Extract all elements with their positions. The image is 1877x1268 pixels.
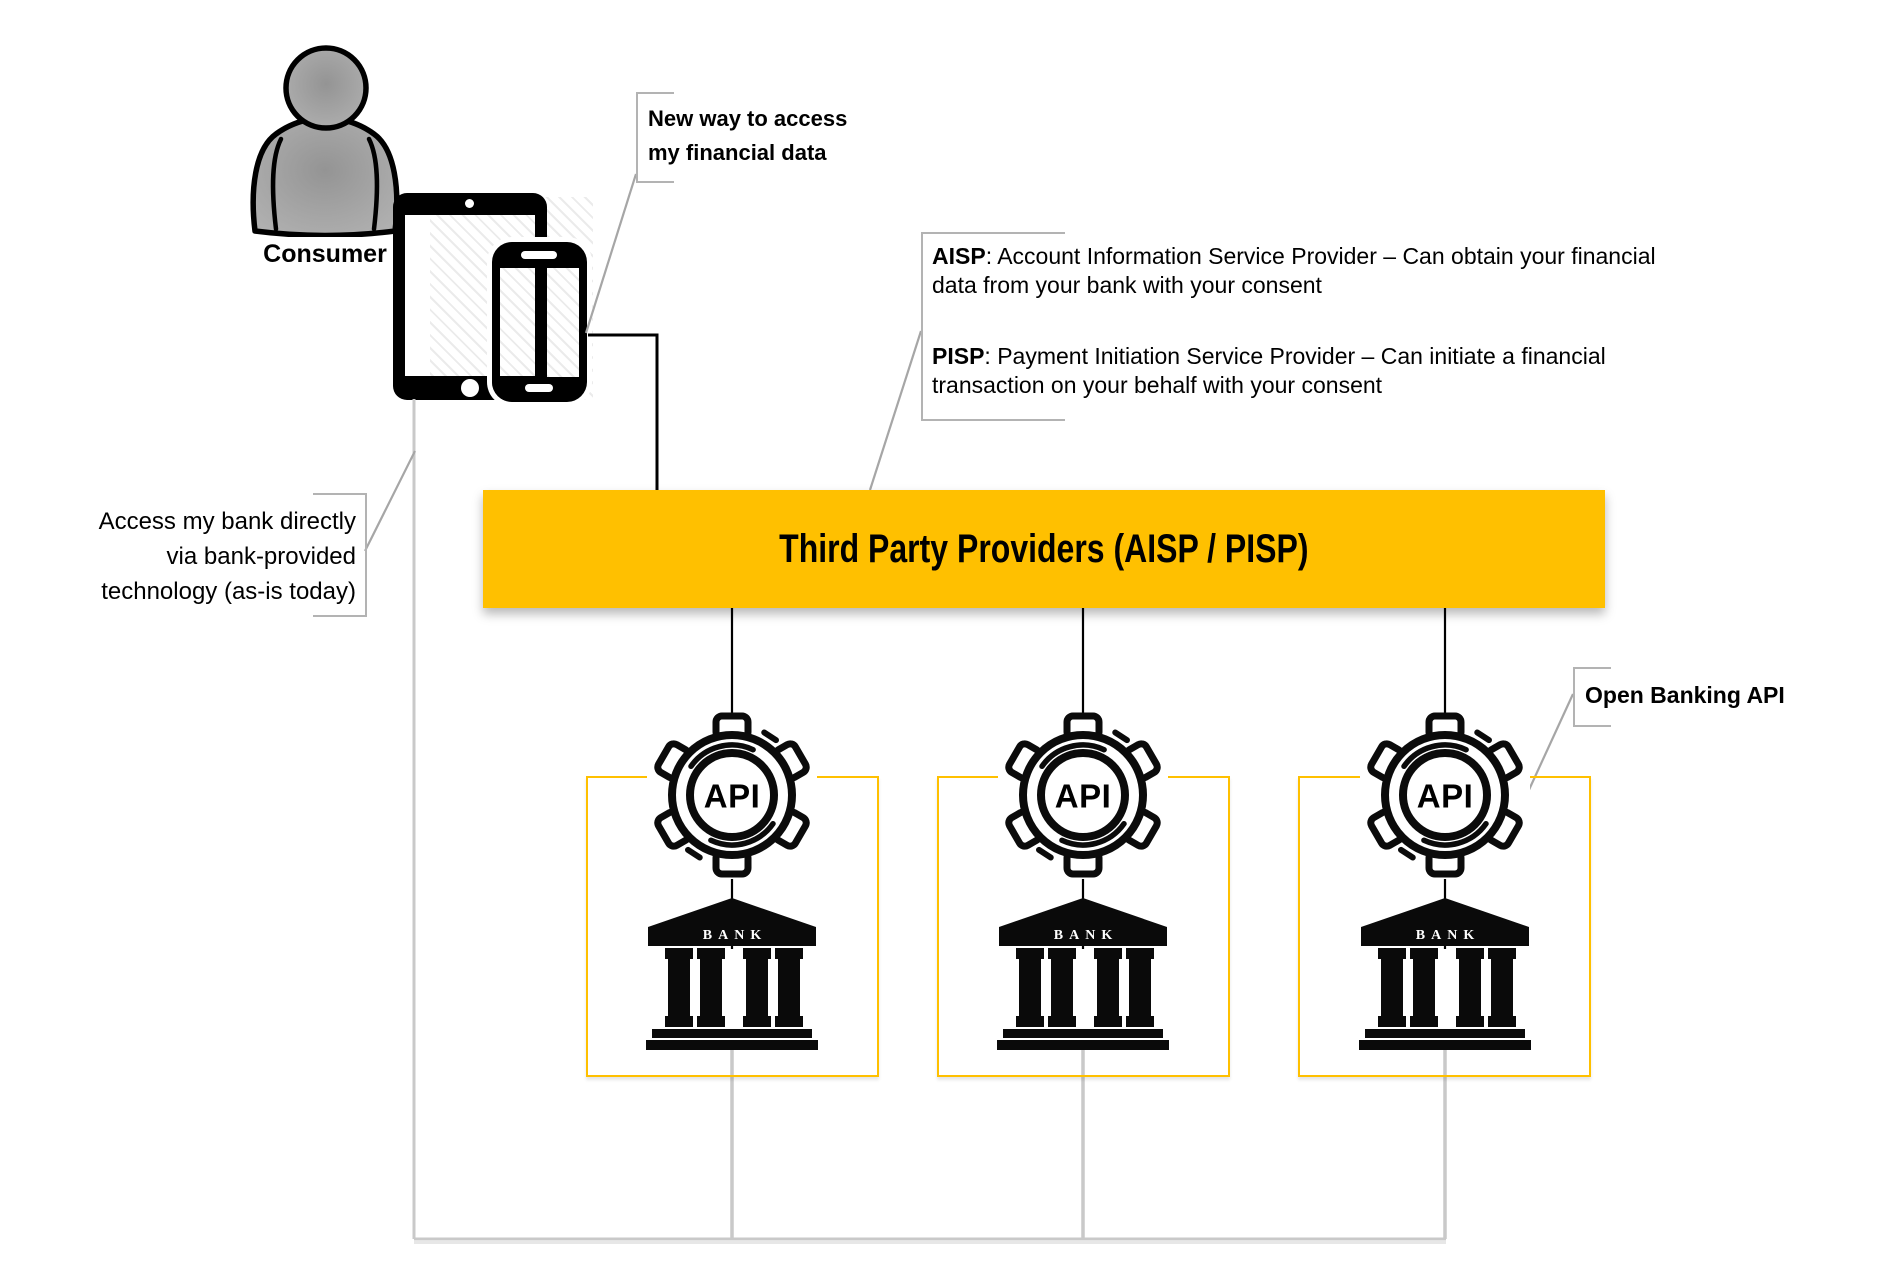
tablet-icon: [393, 193, 547, 400]
callout-open-banking: Open Banking API: [1585, 682, 1785, 708]
callout-access-direct-bracket: [313, 493, 367, 617]
callout-access-line1: Access my bank directly: [98, 508, 356, 535]
tpp-banner-title: Third Party Providers (AISP / PISP): [779, 526, 1309, 571]
leader-open-banking: [1527, 693, 1574, 793]
aisp-definition: AISP: Account Information Service Provid…: [932, 243, 1656, 298]
phone-speaker-icon: [521, 251, 557, 259]
consumer-body: [250, 114, 400, 237]
callout-open-banking-bracket: [1573, 667, 1611, 727]
pisp-term: PISP: [932, 343, 985, 369]
phone-home-button-icon: [525, 384, 553, 392]
leader-aisp-pisp: [868, 330, 923, 491]
api-label-2: API: [1055, 778, 1112, 815]
api-gear-icon-1: API: [647, 712, 817, 879]
leader-new-way: [584, 173, 638, 334]
bank-icon-3: BANK: [1359, 898, 1531, 1050]
consumer-icon: [250, 45, 400, 237]
callout-access-line2: via bank-provided: [166, 543, 356, 570]
bank-icon-2: BANK: [997, 898, 1169, 1050]
bank-label-3: BANK: [1416, 928, 1480, 943]
callout-access-line3: technology (as-is today): [101, 578, 356, 605]
tpp-banner: Third Party Providers (AISP / PISP): [483, 490, 1605, 608]
callout-new-way: New way to access my financial data: [648, 102, 847, 170]
api-gear-icon-2: API: [998, 712, 1168, 879]
tablet-camera-icon: [465, 199, 474, 208]
tablet-home-button-icon: [461, 379, 479, 397]
aisp-term: AISP: [932, 243, 986, 269]
callout-access-direct: Access my bank directly via bank-provide…: [56, 504, 356, 609]
callout-aisp-pisp-bracket: [921, 232, 1065, 421]
callout-new-way-line2: my financial data: [648, 140, 827, 165]
phone-icon: [492, 242, 587, 402]
consumer-right-arm: [366, 136, 380, 232]
callout-aisp-pisp: AISP: Account Information Service Provid…: [932, 242, 1772, 400]
consumer-left-arm: [270, 136, 284, 232]
callout-new-way-line1: New way to access: [648, 106, 848, 131]
line-phone-to-tpp: [588, 333, 659, 491]
bank-label-2: BANK: [1054, 928, 1118, 943]
api-label-1: API: [704, 778, 761, 815]
consumer-head: [283, 45, 369, 131]
bank-icon-1: BANK: [646, 898, 818, 1050]
consumer-label: Consumer: [263, 240, 387, 268]
bank-label-1: BANK: [703, 928, 767, 943]
api-gear-icon-3: API: [1360, 712, 1530, 879]
api-label-3: API: [1417, 778, 1474, 815]
leader-access-direct: [364, 450, 416, 552]
callout-new-way-bracket: [636, 92, 674, 183]
hatch-background: [430, 197, 593, 400]
pisp-definition: PISP: Payment Initiation Service Provide…: [932, 343, 1606, 398]
